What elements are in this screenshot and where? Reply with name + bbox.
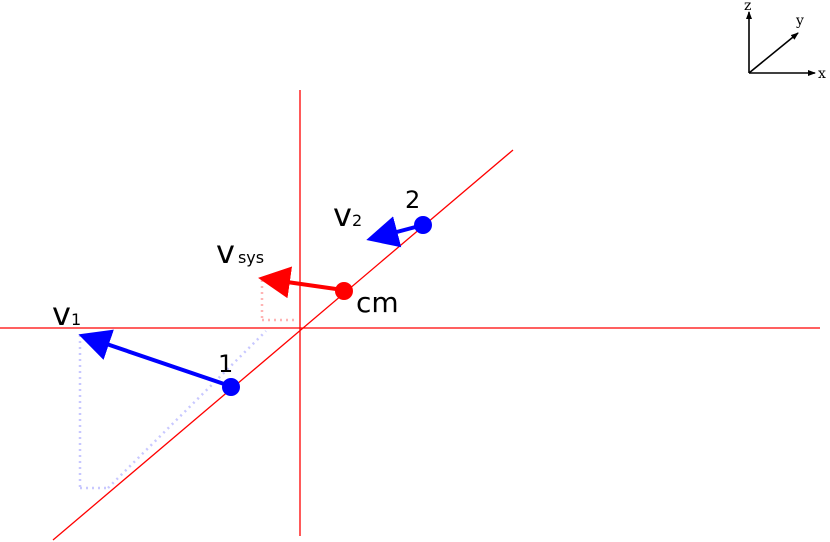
vsys-subscript: sys xyxy=(238,248,264,267)
triad-x-label: x xyxy=(818,66,826,82)
v1-projection-lines xyxy=(78,330,267,490)
orientation-triad xyxy=(746,11,816,76)
v1-subscript: 1 xyxy=(71,310,81,329)
vsys-arrow xyxy=(258,266,344,299)
y-axis xyxy=(52,149,514,541)
center-of-mass-dot xyxy=(335,282,353,300)
triad-y-label: y xyxy=(795,13,804,29)
cm-label: cm xyxy=(356,286,399,319)
vsys-projection-lines xyxy=(260,280,298,322)
v1-label: v1 xyxy=(52,295,81,333)
triad-z-label: z xyxy=(744,0,751,14)
v2-subscript: 2 xyxy=(352,211,362,230)
particle-1-dot xyxy=(222,378,240,396)
v2-label: v2 xyxy=(333,196,362,234)
particle-2-dot xyxy=(414,216,432,234)
particle-1-label: 1 xyxy=(218,350,233,378)
v1-arrow xyxy=(78,329,231,388)
particle-2-label: 2 xyxy=(405,186,420,214)
